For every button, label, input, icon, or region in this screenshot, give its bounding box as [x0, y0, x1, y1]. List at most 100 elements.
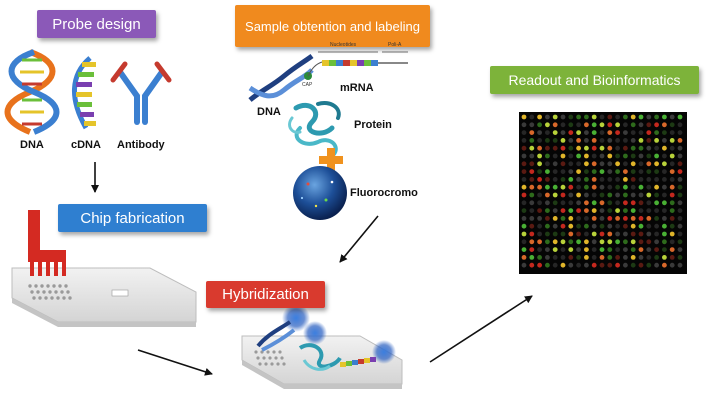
array-spot: [537, 208, 542, 214]
array-spot: [630, 262, 636, 268]
array-spot: [677, 255, 683, 260]
array-spot: [615, 208, 620, 214]
array-spot: [623, 223, 628, 229]
array-spot: [630, 223, 636, 229]
probe-antibody-label: Antibody: [117, 139, 165, 151]
array-spot: [537, 231, 542, 237]
array-spot: [521, 145, 527, 151]
array-spot: [552, 145, 558, 151]
sample-dna-helix-icon: [248, 53, 314, 102]
array-spot: [568, 208, 574, 214]
array-spot: [669, 262, 675, 268]
array-spot: [545, 239, 550, 245]
array-spot: [654, 184, 659, 190]
array-spot: [552, 208, 558, 214]
array-spot: [552, 122, 558, 128]
array-spot: [638, 145, 644, 151]
array-spot: [646, 122, 652, 128]
array-spot: [669, 130, 675, 136]
array-spot: [584, 138, 589, 143]
array-spot: [599, 223, 605, 229]
array-spot: [677, 145, 683, 151]
array-spot: [638, 262, 644, 268]
array-spot: [521, 161, 527, 167]
array-spot: [568, 138, 574, 143]
array-spot: [623, 216, 628, 221]
array-spot: [521, 262, 527, 268]
array-spot: [654, 255, 659, 260]
cap-tag: CAP: [302, 82, 313, 88]
array-spot: [529, 138, 535, 143]
array-spot: [638, 223, 644, 229]
array-spot: [615, 223, 620, 229]
array-spot: [568, 223, 574, 229]
array-spot: [607, 192, 613, 198]
array-spot: [607, 231, 613, 237]
array-spot: [560, 138, 566, 143]
array-spot: [545, 223, 550, 229]
array-spot: [529, 130, 535, 136]
array-spot: [615, 122, 620, 128]
array-spot: [599, 161, 605, 167]
array-spot: [529, 114, 535, 120]
array-spot: [591, 255, 597, 260]
array-spot: [623, 130, 628, 136]
array-spot: [529, 255, 535, 260]
array-spot: [599, 177, 605, 182]
array-spot: [591, 231, 597, 237]
array-spot: [607, 153, 613, 159]
array-spot: [638, 177, 644, 182]
array-spot: [654, 223, 659, 229]
array-spot: [591, 247, 597, 253]
array-spot: [662, 247, 667, 253]
array-spot: [638, 138, 644, 143]
array-spot: [607, 177, 613, 182]
fluorochrome-label: Fluorocromo: [350, 187, 418, 199]
array-spot: [654, 216, 659, 221]
array-spot: [646, 130, 652, 136]
array-spot: [669, 192, 675, 198]
array-spot: [529, 231, 535, 237]
array-spot: [630, 200, 636, 206]
array-spot: [576, 200, 581, 206]
array-spot: [654, 231, 659, 237]
protein-structure-icon: [288, 101, 341, 156]
chip-fabrication-box: Chip fabrication: [58, 204, 207, 232]
array-spot: [529, 216, 535, 221]
array-spot: [654, 138, 659, 143]
array-spot: [662, 223, 667, 229]
array-spot: [568, 122, 574, 128]
polya-tag: Poli-A: [388, 42, 402, 48]
array-spot: [599, 169, 605, 175]
array-spot: [623, 231, 628, 237]
array-spot: [552, 138, 558, 143]
array-spot: [545, 169, 550, 175]
array-spot: [654, 239, 659, 245]
array-spot: [623, 247, 628, 253]
array-spot: [677, 114, 683, 120]
array-spot: [591, 216, 597, 221]
array-spot: [630, 208, 636, 214]
array-spot: [529, 239, 535, 245]
array-spot: [646, 184, 652, 190]
array-spot: [607, 184, 613, 190]
array-spot: [560, 145, 566, 151]
array-spot: [568, 216, 574, 221]
array-spot: [599, 184, 605, 190]
array-spot: [607, 216, 613, 221]
array-spot: [677, 200, 683, 206]
array-spot: [591, 122, 597, 128]
array-spot: [552, 177, 558, 182]
array-spot: [545, 255, 550, 260]
array-spot: [599, 231, 605, 237]
array-spot: [591, 153, 597, 159]
array-spot: [607, 239, 613, 245]
array-spot: [638, 239, 644, 245]
array-spot: [654, 177, 659, 182]
array-spot: [615, 231, 620, 237]
array-spot: [545, 216, 550, 221]
array-spot: [599, 255, 605, 260]
array-spot: [529, 247, 535, 253]
array-spot: [537, 169, 542, 175]
array-spot: [615, 239, 620, 245]
